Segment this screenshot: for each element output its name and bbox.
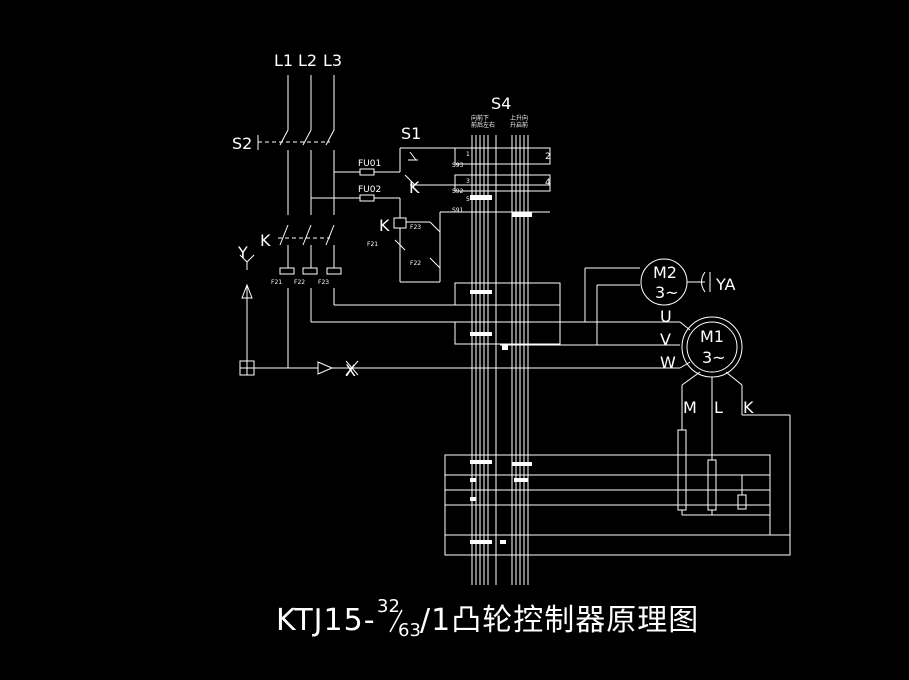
label-x-axis: X [345, 361, 356, 380]
label-s93: S93 [452, 162, 464, 169]
label-k-rotor: K [743, 398, 754, 417]
label-l1: L1 [274, 51, 293, 70]
label-k-top: K [409, 178, 420, 197]
label-s4-col1: 向前下 [471, 114, 489, 122]
label-fu02: FU02 [358, 185, 381, 195]
label-m2: M2 [653, 263, 677, 282]
label-f21: F21 [271, 279, 282, 286]
label-f22: F22 [294, 279, 305, 286]
label-l3: L3 [323, 51, 342, 70]
diagram-title: KTJ15- 32 63 /1凸轮控制器原理图 [276, 596, 699, 641]
label-u: U [660, 307, 672, 326]
label-k-coil: K [379, 216, 390, 235]
label-n2: 2 [545, 152, 551, 162]
label-y-axis: Y [237, 243, 248, 262]
label-s2: S2 [232, 134, 252, 153]
label-v: V [660, 330, 671, 349]
label-n5: 5 [466, 196, 470, 203]
label-f22-coil: F22 [410, 260, 421, 267]
label-f23-coil: F23 [410, 224, 421, 231]
label-s4-col2b: 升启前 [510, 121, 528, 129]
label-f23: F23 [318, 279, 329, 286]
label-m1-phase: 3~ [702, 348, 726, 367]
label-fu01: FU01 [358, 159, 381, 169]
title-rest: /1凸轮控制器原理图 [420, 603, 699, 638]
label-m2-phase: 3~ [655, 283, 679, 302]
label-ya: YA [715, 275, 736, 294]
label-m1: M1 [700, 327, 724, 346]
title-sup: 32 [377, 596, 400, 617]
label-s1: S1 [401, 124, 421, 143]
label-n3: 3 [466, 178, 470, 185]
label-k-main: K [260, 231, 271, 250]
label-m: M [683, 398, 697, 417]
label-w: W [660, 353, 676, 372]
label-s92: S92 [452, 188, 464, 195]
label-s4-col2: 上升向 [510, 114, 528, 122]
title-main: KTJ15- [276, 603, 376, 638]
label-s91: S91 [452, 207, 464, 214]
label-s4: S4 [491, 94, 511, 113]
title-sub: 63 [398, 620, 421, 641]
label-l: L [714, 398, 723, 417]
label-n4: 4 [545, 178, 551, 188]
label-l2: L2 [298, 51, 317, 70]
label-n1: 1 [466, 151, 470, 158]
label-f21-coil: F21 [367, 241, 378, 248]
label-s4-col1b: 前后左右 [471, 121, 495, 129]
